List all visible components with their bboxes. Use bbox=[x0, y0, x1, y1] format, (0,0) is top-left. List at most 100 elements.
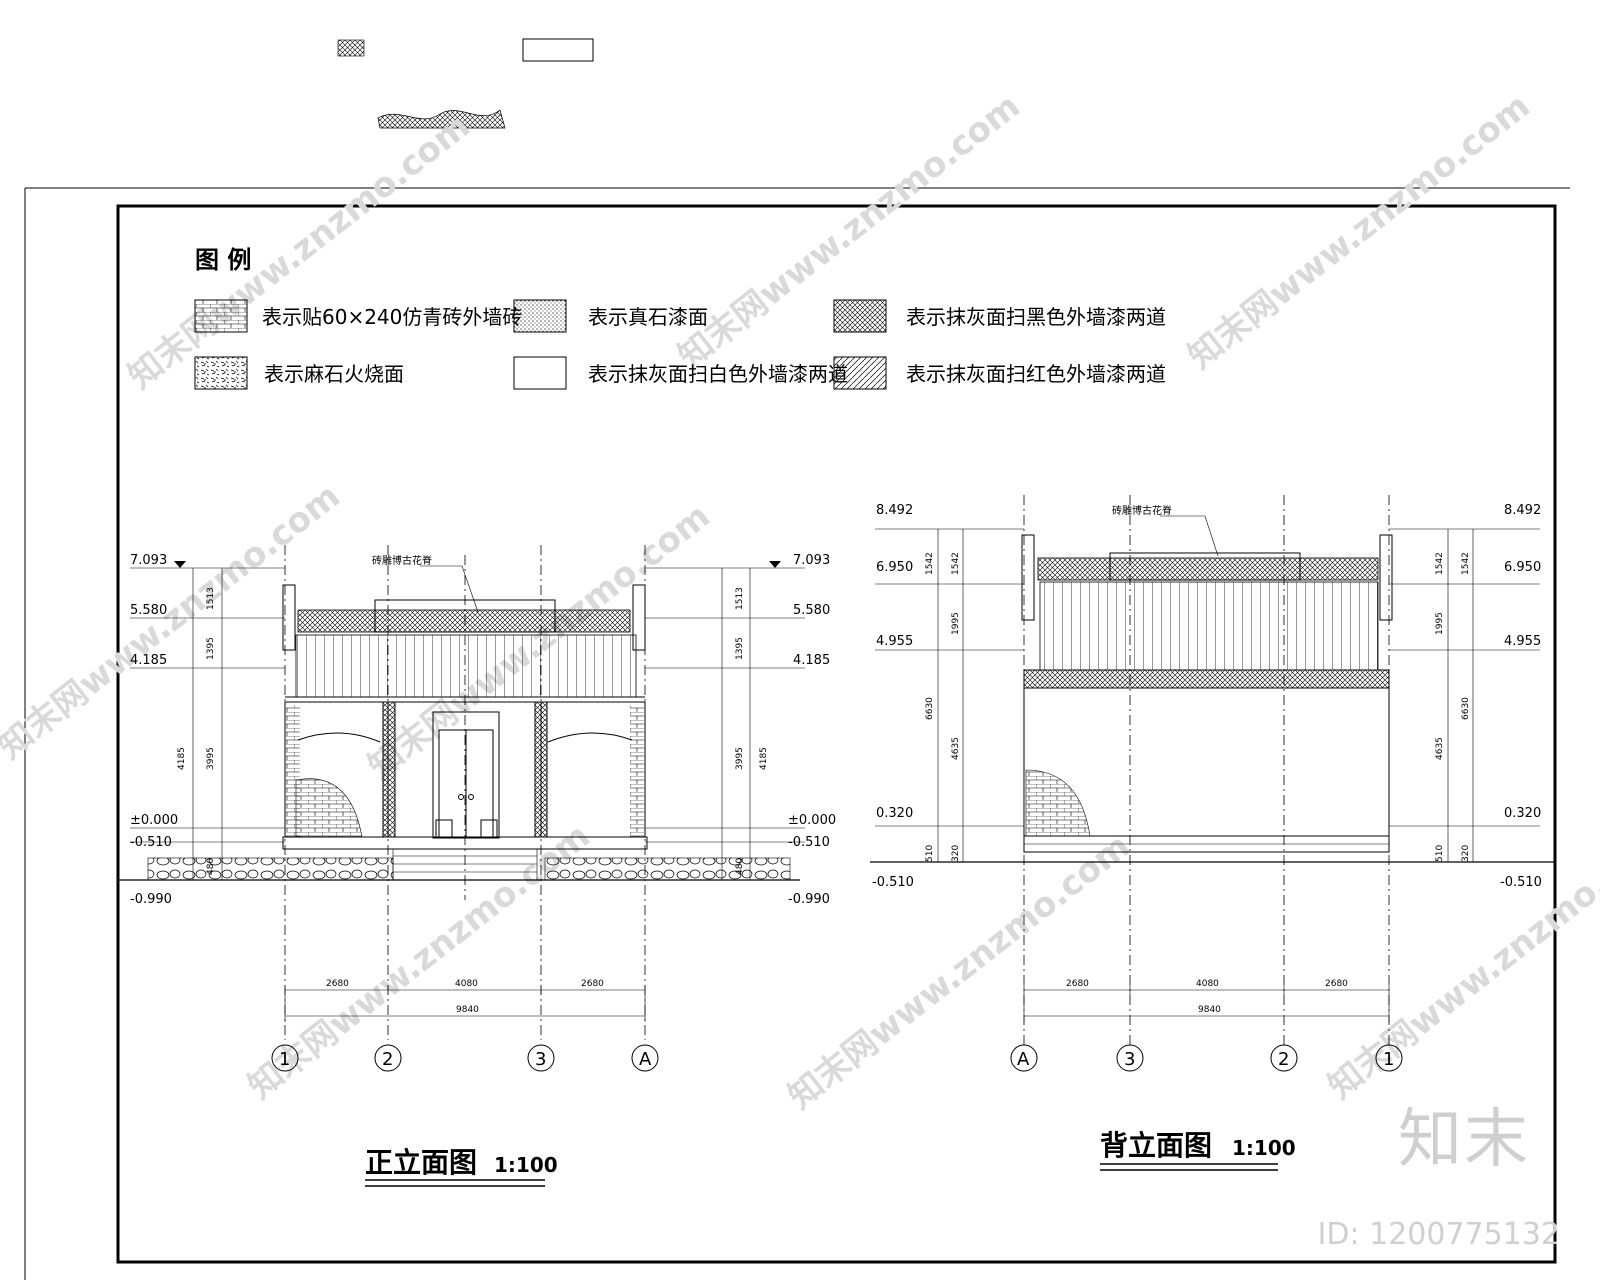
front-hdim: 4080 bbox=[455, 979, 478, 989]
front-vdim: 4185 bbox=[177, 747, 187, 770]
stone-base bbox=[147, 857, 394, 881]
front-vdim: 480 bbox=[206, 858, 216, 875]
gable-post-left bbox=[282, 584, 296, 651]
back-elevation: 8.492 6.950 4.955 0.320 -0.510 8.492 6.9… bbox=[870, 495, 1555, 1171]
back-vdim: 1542 bbox=[1435, 552, 1445, 575]
front-vdim: 1395 bbox=[735, 637, 745, 660]
front-level-left: -0.510 bbox=[130, 835, 172, 850]
door-knocker bbox=[468, 794, 474, 800]
back-vdim: 1995 bbox=[1435, 612, 1445, 635]
ridge-panel bbox=[374, 599, 556, 633]
back-level-right: -0.510 bbox=[1500, 875, 1542, 890]
back-vdim: 6630 bbox=[1461, 697, 1471, 720]
legend-label: 表示抹灰面扫红色外墙漆两道 bbox=[906, 362, 1166, 386]
ornament-sample-small bbox=[337, 39, 365, 57]
svg-text:2: 2 bbox=[382, 1049, 393, 1070]
gable-post-right bbox=[632, 584, 646, 651]
legend-item-brick: 表示贴60×240仿青砖外墙砖 bbox=[194, 299, 522, 333]
svg-text:1: 1 bbox=[1383, 1049, 1394, 1070]
svg-text:3: 3 bbox=[535, 1049, 546, 1070]
blank-swatch bbox=[513, 356, 567, 390]
back-vdim: 510 bbox=[1435, 845, 1445, 862]
elev-markers bbox=[174, 561, 781, 568]
door-knocker bbox=[458, 794, 464, 800]
back-level-left: 6.950 bbox=[876, 560, 913, 575]
bracket-right bbox=[547, 732, 633, 743]
image-id-watermark: ID: 1200775132 bbox=[1317, 1217, 1560, 1252]
vertical-dims bbox=[937, 529, 1474, 862]
legend-label: 表示真石漆面 bbox=[588, 305, 708, 329]
legend-item-diagonal: 表示抹灰面扫红色外墙漆两道 bbox=[833, 356, 1166, 390]
brand-watermark: 知末 bbox=[1398, 1103, 1530, 1177]
axis-bubble: 3 bbox=[527, 1044, 555, 1072]
brick-side-left bbox=[286, 705, 300, 837]
crosshatch-swatch bbox=[833, 299, 887, 333]
gable-post-left bbox=[1021, 534, 1035, 621]
watermark-text: 知末网www.znzmo.com bbox=[671, 86, 1028, 377]
legend-label: 表示麻石火烧面 bbox=[264, 362, 404, 386]
front-total-dim: 9840 bbox=[456, 1005, 479, 1015]
legend-label: 表示贴60×240仿青砖外墙砖 bbox=[262, 305, 522, 329]
back-vdim: 4635 bbox=[951, 737, 961, 760]
axis-bubble: 3 bbox=[1116, 1044, 1144, 1072]
back-vdim: 4635 bbox=[1435, 737, 1445, 760]
ridge-ornament bbox=[1037, 557, 1379, 581]
legend-item-blank: 表示抹灰面扫白色外墙漆两道 bbox=[513, 356, 848, 390]
axis-bubble: 1 bbox=[1375, 1044, 1403, 1072]
door-step-left bbox=[435, 819, 453, 839]
front-title: 正立面图 bbox=[365, 1146, 477, 1179]
back-level-right: 6.950 bbox=[1504, 560, 1541, 575]
back-hdim: 4080 bbox=[1196, 979, 1219, 989]
ornament-frieze-sample bbox=[377, 109, 506, 129]
level-lines bbox=[130, 567, 805, 843]
axis-bubble: 2 bbox=[374, 1044, 402, 1072]
back-level-left: 4.955 bbox=[876, 634, 913, 649]
horizontal-dims bbox=[1023, 985, 1390, 1022]
axis-bubble: A bbox=[631, 1044, 659, 1072]
leader-line bbox=[1160, 515, 1219, 557]
front-hdim: 2680 bbox=[326, 979, 349, 989]
brick-swatch bbox=[194, 299, 248, 333]
axis-bubble: A bbox=[1010, 1044, 1038, 1072]
legend-title: 图 例 bbox=[195, 246, 251, 274]
vertical-dims bbox=[192, 568, 751, 880]
leader-line bbox=[420, 565, 479, 613]
stone-base bbox=[544, 857, 791, 881]
title-underline bbox=[365, 1179, 545, 1187]
back-level-left: -0.510 bbox=[872, 875, 914, 890]
steps bbox=[392, 849, 538, 880]
column-right bbox=[534, 701, 548, 838]
legend-item-crosshatch: 表示抹灰面扫黑色外墙漆两道 bbox=[833, 299, 1166, 333]
svg-text:A: A bbox=[639, 1049, 652, 1070]
roof-tiles bbox=[1039, 581, 1379, 671]
front-level-left: 4.185 bbox=[130, 653, 167, 668]
watermark-text: 知末网www.znzmo.com bbox=[121, 106, 478, 397]
wall-right bbox=[540, 701, 646, 838]
front-level-right: -0.990 bbox=[788, 892, 830, 907]
door-step-right bbox=[480, 819, 498, 839]
drawing-frame bbox=[116, 204, 1557, 1264]
diagonal-swatch bbox=[833, 356, 887, 390]
sheet-border-line bbox=[24, 187, 1570, 1280]
back-vdim: 1542 bbox=[1461, 552, 1471, 575]
svg-text:1: 1 bbox=[279, 1049, 290, 1070]
ridge-panel bbox=[1109, 552, 1301, 581]
back-vdim: 6630 bbox=[925, 697, 935, 720]
ridge-ornament bbox=[297, 609, 631, 633]
front-vdim: 1513 bbox=[206, 587, 216, 610]
title-underline bbox=[1100, 1163, 1278, 1171]
brick-area-left bbox=[295, 778, 363, 838]
front-vdim: 3995 bbox=[735, 747, 745, 770]
watermark-text: 知末网www.znzmo.com bbox=[1181, 86, 1538, 377]
level-lines bbox=[875, 528, 1540, 863]
roof-tiles bbox=[295, 634, 637, 698]
legend-item-stipple: 表示真石漆面 bbox=[513, 299, 708, 333]
front-level-right: ±0.000 bbox=[788, 813, 836, 828]
legend-label: 表示抹灰面扫白色外墙漆两道 bbox=[588, 362, 848, 386]
blank-sample-box bbox=[522, 38, 594, 62]
front-elevation: 7.093 5.580 4.185 ±0.000 -0.510 -0.990 7… bbox=[118, 545, 836, 1187]
front-vdim: 1395 bbox=[206, 637, 216, 660]
front-level-left: 5.580 bbox=[130, 603, 167, 618]
watermark-text: 知末网www.znzmo.com bbox=[781, 826, 1138, 1117]
back-vdim: 1542 bbox=[925, 552, 935, 575]
